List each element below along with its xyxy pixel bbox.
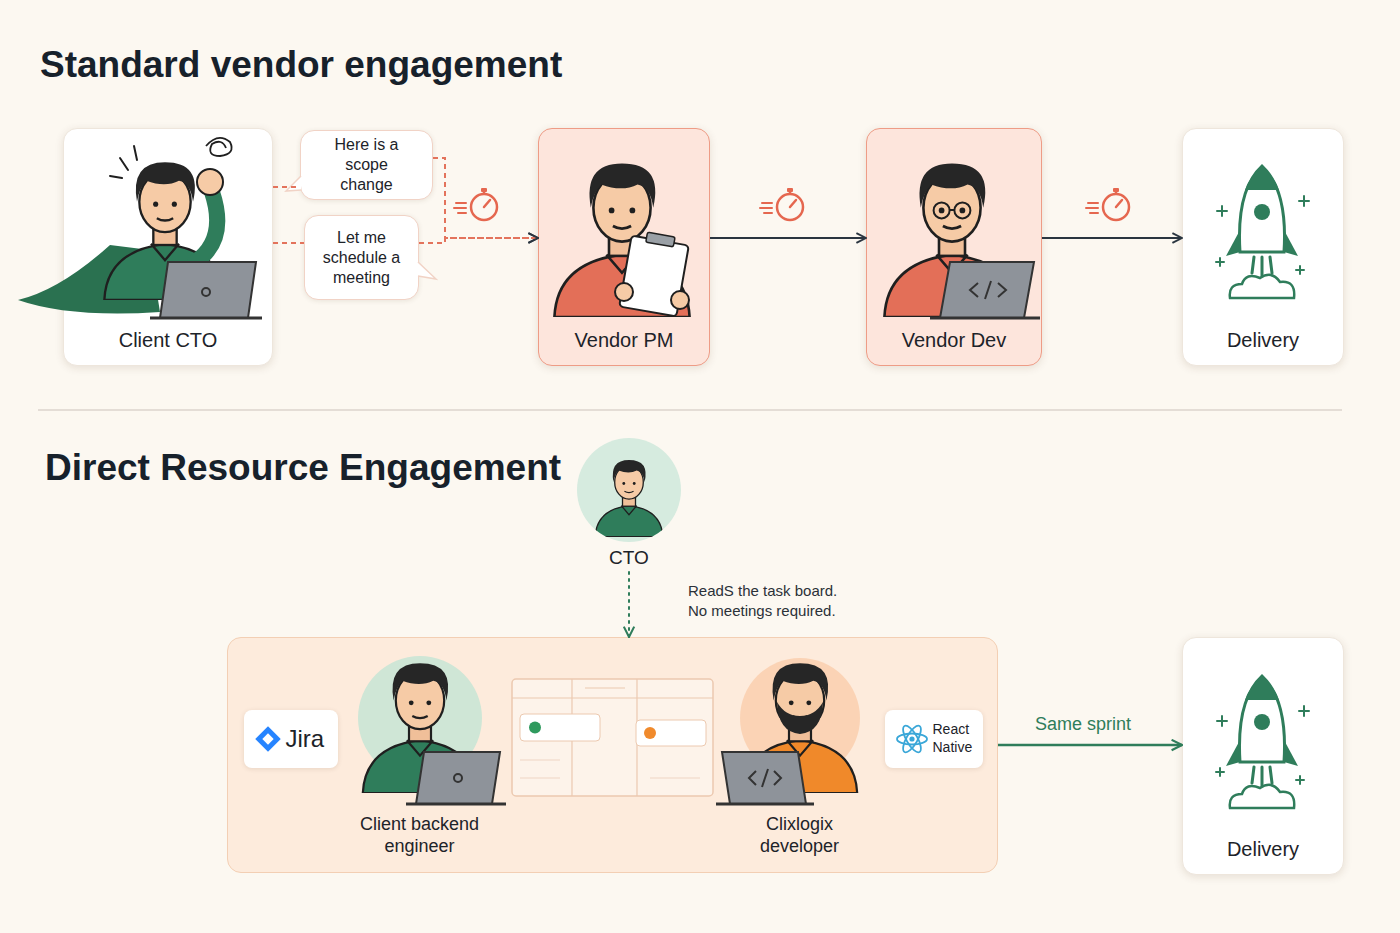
person-figure: [884, 164, 1019, 317]
delivery-card: Delivery: [1182, 128, 1344, 366]
clipboard-clip: [646, 232, 675, 247]
avatar-circle: [740, 658, 860, 778]
node-label: Here is a scope change: [317, 135, 416, 195]
glasses: [954, 202, 970, 218]
section-heading: Standard vendor engagement: [40, 46, 562, 83]
connector-arrow: [273, 242, 304, 244]
person-node: Client backend engineer: [345, 660, 495, 860]
task-card: [520, 714, 600, 741]
connector-arrow: [433, 158, 538, 238]
node-label: Clixlogix developer: [735, 813, 865, 858]
node-label: Client CTO: [119, 328, 218, 353]
hero-cape: [18, 245, 160, 314]
avatar-circle: [358, 656, 482, 780]
bubble-tail: [418, 262, 436, 279]
glasses: [934, 202, 950, 218]
stopwatch-icon: [1086, 188, 1129, 220]
stress-scribble: [206, 138, 232, 156]
rocket-icon: [1216, 166, 1309, 298]
node-label: Delivery: [1227, 328, 1299, 353]
speech-bubble: Let me schedule a meeting: [304, 215, 419, 300]
clipboard: [619, 236, 689, 317]
section-heading: Direct Resource Engagement: [45, 449, 561, 486]
laptop-base: [150, 317, 262, 320]
cto-avatar: [595, 460, 663, 537]
connector-arrow: [419, 238, 538, 243]
bubble-tail: [286, 176, 301, 191]
person-figure: [363, 663, 477, 793]
code-glyph: [749, 769, 781, 787]
hand: [197, 169, 223, 195]
connector-arrow: [628, 572, 630, 637]
tool-badge: React Native: [885, 710, 983, 768]
stopwatch-icon: [760, 188, 803, 220]
vendor-dev-illustration: [884, 164, 1040, 318]
stress-marks: [110, 146, 137, 178]
beard: [777, 702, 823, 734]
laptop-base: [930, 317, 1040, 320]
laptop: [722, 752, 806, 804]
edge-label: Same sprint: [1013, 712, 1153, 736]
client-engineer-illustration: [358, 656, 506, 804]
edge-label: ReadS the task board. No meetings requir…: [688, 581, 850, 622]
connector-arrow: [998, 744, 1182, 747]
avatar-circle: [577, 438, 681, 542]
stopwatch-icon: [454, 188, 497, 220]
task-board: [512, 679, 713, 796]
laptop: [940, 262, 1034, 318]
person-figure: [104, 162, 225, 300]
code-glyph: [970, 281, 1006, 299]
laptop: [160, 262, 256, 318]
status-dot: [529, 722, 541, 734]
laptop-base: [406, 803, 506, 806]
avatar-node: CTO: [576, 437, 682, 572]
person-figure: [554, 164, 689, 317]
node-label: React Native: [933, 721, 979, 756]
node-label: Let me schedule a meeting: [317, 228, 406, 288]
laptop-base: [716, 803, 814, 806]
person-node: Clixlogix developer: [735, 660, 865, 860]
react-icon: [897, 723, 927, 754]
person-card: Vendor Dev: [866, 128, 1042, 366]
section-divider: [38, 409, 1342, 411]
tool-badge: Jira: [244, 710, 338, 768]
delivery-card: Delivery: [1182, 637, 1344, 875]
node-label: Client backend engineer: [345, 813, 495, 858]
vendor-pm-illustration: [554, 164, 689, 317]
task-card: [636, 720, 706, 746]
jira-icon: [255, 726, 280, 751]
node-label: Vendor PM: [575, 328, 674, 353]
node-label: Jira: [286, 724, 325, 754]
person-figure: [743, 663, 857, 793]
person-card: Vendor PM: [538, 128, 710, 366]
connector-arrow: [273, 186, 300, 188]
hand: [671, 291, 689, 309]
status-dot: [644, 727, 656, 739]
connector-arrow: [1042, 237, 1182, 239]
client-cto-illustration: [18, 138, 262, 318]
laptop: [416, 752, 500, 804]
clixlogix-developer-illustration: [716, 658, 860, 804]
person-figure: [595, 460, 663, 537]
connector-arrow: [710, 237, 866, 239]
node-label: Vendor Dev: [902, 328, 1007, 353]
team-band: JiraClient backend engineer Clixlogix dev…: [227, 637, 998, 873]
rocket-icon: [1216, 676, 1309, 808]
node-label: Delivery: [1227, 837, 1299, 862]
speech-bubble: Here is a scope change: [300, 130, 433, 200]
circle-outline: [576, 437, 682, 543]
raised-arm: [195, 192, 217, 262]
person-card: Client CTO: [63, 128, 273, 366]
hand: [615, 283, 633, 301]
laptop-logo: [202, 288, 210, 296]
node-label: CTO: [609, 546, 649, 570]
laptop-logo: [454, 774, 462, 782]
